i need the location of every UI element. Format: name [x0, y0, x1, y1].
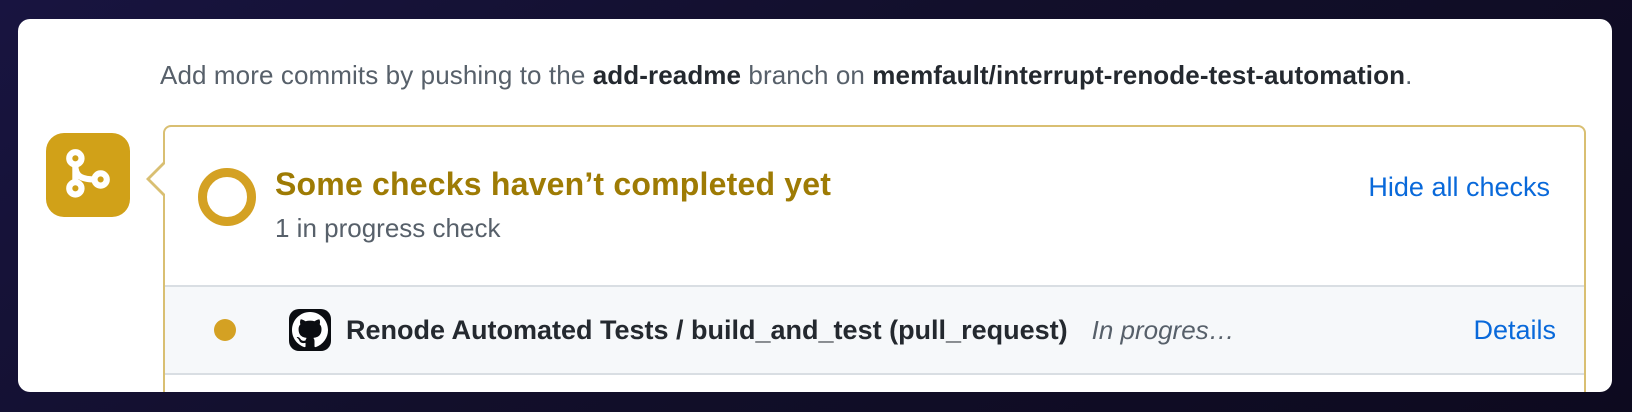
checks-subtitle: 1 in progress check [275, 213, 501, 243]
push-note-suffix: . [1405, 60, 1413, 90]
next-check-row-partial [165, 373, 1584, 392]
checks-panel: Some checks haven’t completed yet 1 in p… [146, 125, 1586, 392]
git-branch-icon [59, 144, 117, 207]
checks-panel-header: Some checks haven’t completed yet 1 in p… [165, 127, 1584, 285]
panel-caret-fill [150, 160, 169, 198]
hide-all-checks-link[interactable]: Hide all checks [1368, 172, 1550, 202]
branch-name: add-readme [592, 60, 742, 90]
github-logo-icon [289, 309, 331, 351]
in-progress-ring-icon [198, 168, 256, 226]
in-progress-dot-icon [214, 319, 236, 341]
timeline-badge [46, 133, 130, 217]
push-note: Add more commits by pushing to the add-r… [160, 60, 1412, 91]
check-name: Renode Automated Tests / build_and_test … [346, 314, 1068, 345]
push-note-prefix: Add more commits by pushing to the [160, 60, 593, 90]
repo-name: memfault/interrupt-renode-test-automatio… [872, 60, 1406, 90]
check-row: Renode Automated Tests / build_and_test … [165, 285, 1584, 373]
checks-title: Some checks haven’t completed yet [275, 166, 832, 202]
details-link[interactable]: Details [1473, 314, 1556, 345]
check-status: In progres… [1091, 314, 1235, 345]
pull-request-card: Add more commits by pushing to the add-r… [18, 19, 1612, 392]
push-note-middle: branch on [741, 60, 873, 90]
checks-summary: Some checks haven’t completed yet 1 in p… [275, 166, 831, 244]
